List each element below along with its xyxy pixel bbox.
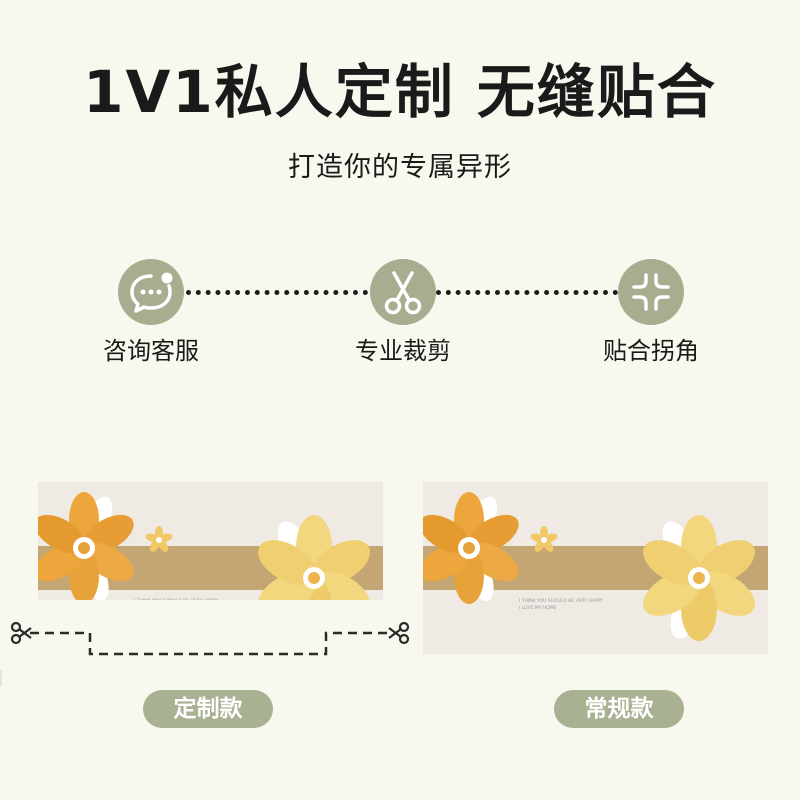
page-subtitle: 打造你的专属异形 [288, 152, 512, 183]
step-label-corner: 贴合拐角 [603, 337, 699, 365]
custom-style-badge: 定制款 [143, 690, 273, 728]
page-title: 1V1私人定制 无缝贴合 [83, 58, 717, 126]
step-consult [118, 259, 184, 325]
regular-style-badge: 常规款 [554, 690, 684, 728]
custom-sticker-preview: I THINK YOU SHOULD BE VERY HAPPY I LOVE … [38, 482, 383, 654]
scissors-right-icon [388, 621, 410, 645]
regular-card-text-2: I LOVE MY HOME [519, 605, 557, 611]
step-cut [370, 259, 436, 325]
scissors-icon [384, 271, 422, 315]
step-corner [618, 259, 684, 325]
cut-line [0, 600, 420, 670]
step-connector-1 [186, 290, 368, 295]
step-connector-2 [436, 290, 618, 295]
regular-card-text-1: I THINK YOU SHOULD BE VERY HAPPY [519, 598, 603, 604]
chat-bubble-icon [130, 272, 173, 313]
regular-sticker-preview: I THINK YOU SHOULD BE VERY HAPPY I LOVE … [423, 482, 768, 654]
step-label-consult: 咨询客服 [103, 337, 199, 365]
corner-fit-icon [632, 273, 670, 311]
step-label-cut: 专业裁剪 [355, 337, 451, 365]
scissors-left-icon [10, 621, 32, 645]
